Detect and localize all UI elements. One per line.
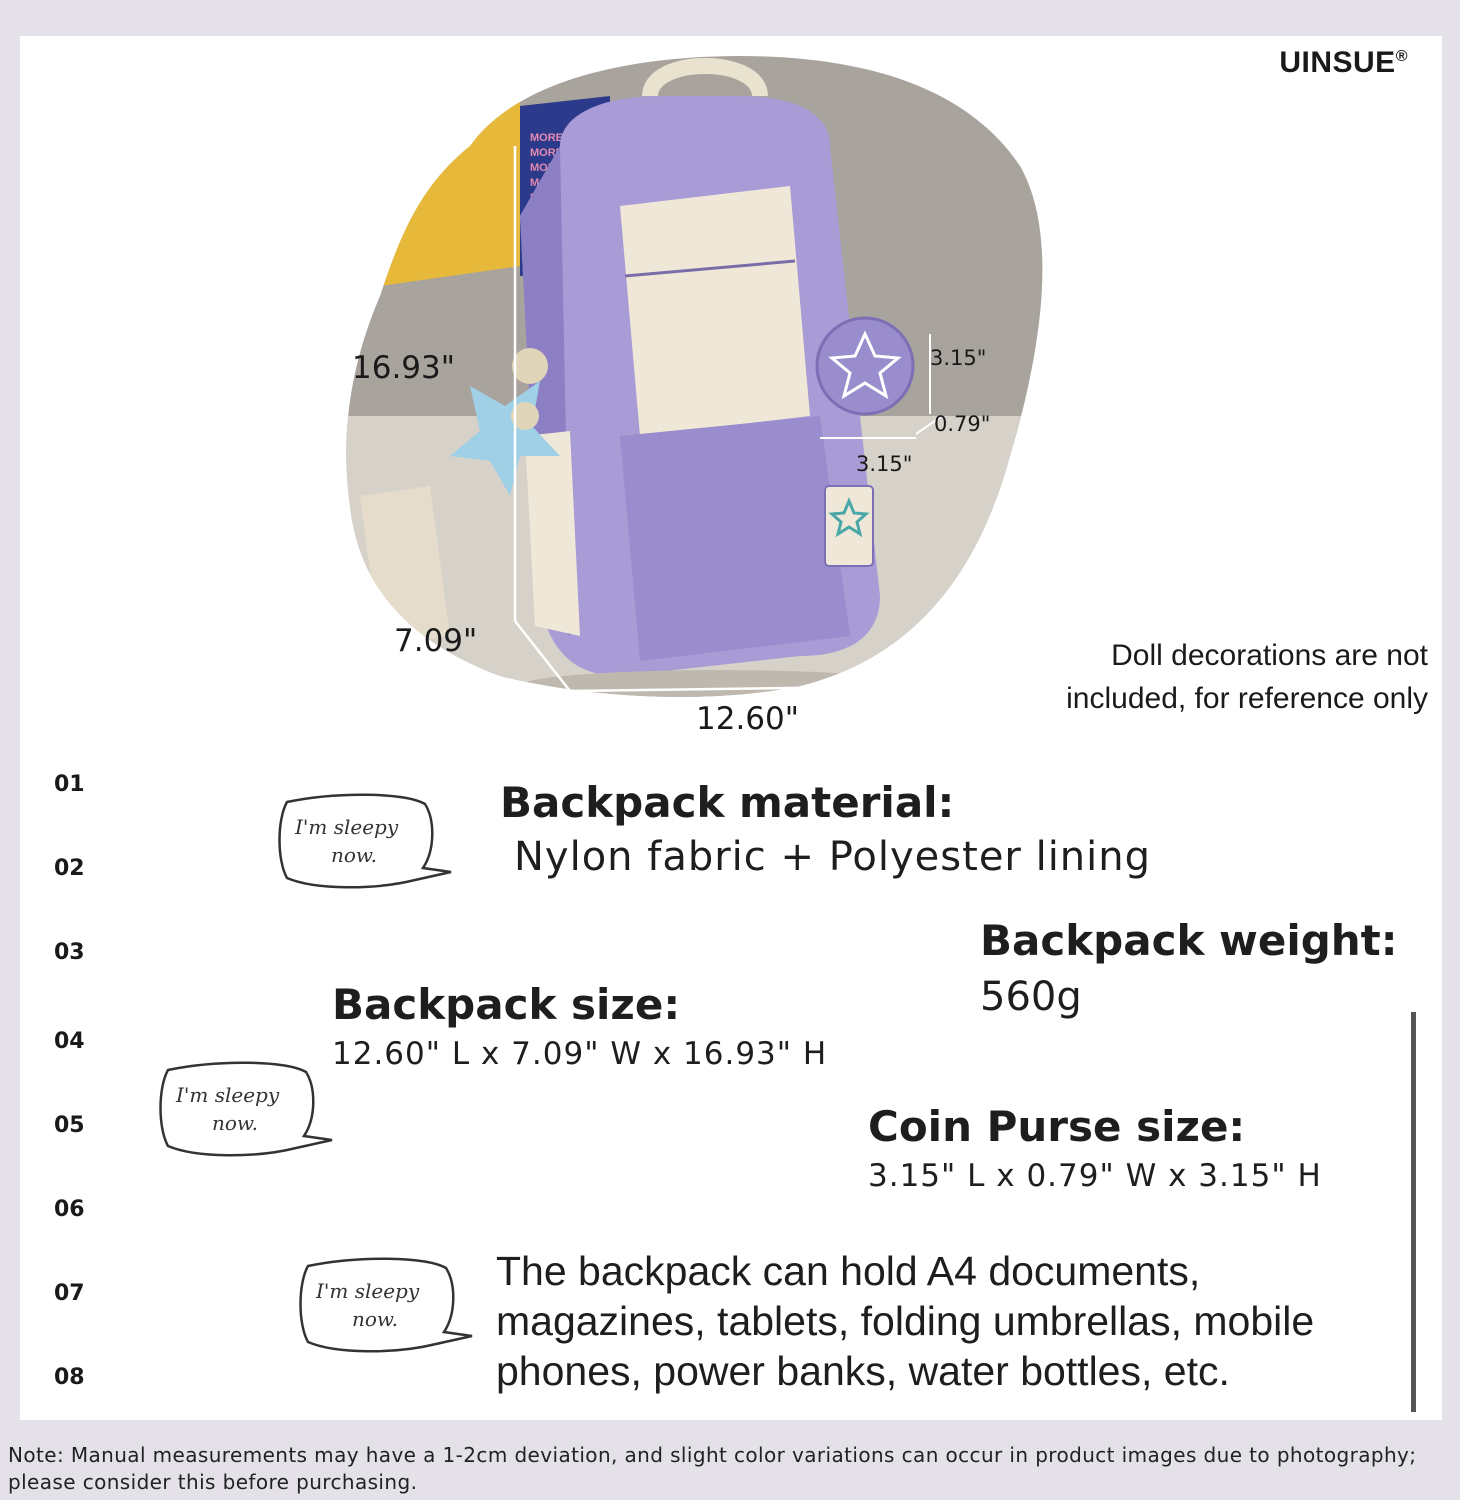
row-number: 01 [54,772,85,797]
row-number: 02 [54,856,85,881]
purse-depth-label: 0.79" [934,412,991,436]
purse-width-label: 3.15" [856,452,913,476]
width-label: 12.60" [696,701,800,737]
product-card: UINSUE® MORE MORE MORE MORE MORE MORE [20,36,1442,1420]
coin-purse [815,316,915,416]
svg-text:MORE: MORE [530,132,563,144]
doll-disclaimer-line-1: Doll decorations are not [1111,639,1428,672]
doll-disclaimer-line-2: included, for reference only [1066,682,1428,715]
measurement-footnote: Note: Manual measurements may have a 1-2… [8,1443,1417,1494]
width-guide [569,684,941,693]
bubble-text-line-2: now. [352,1307,398,1331]
product-photo: MORE MORE MORE MORE MORE MORE [346,56,1043,697]
row-number: 04 [54,1029,85,1054]
doll-disclaimer: Doll decorations are not included, for r… [1066,634,1428,720]
size-title: Backpack size: [332,980,681,1029]
row-number: 03 [54,940,85,965]
bubble-text-line-2: now. [331,843,377,867]
weight-value: 560g [980,974,1082,1020]
brand-name: UINSUE [1279,46,1396,79]
speech-bubble-icon: I'm sleepy now. [159,1061,333,1157]
yellow-poster [380,96,520,286]
bubble-text-line-1: I'm sleepy [294,815,399,839]
row-number: 06 [54,1197,85,1222]
purse-title: Coin Purse size: [868,1102,1246,1151]
usage-description: The backpack can hold A4 documents, maga… [496,1248,1315,1394]
bubble-text-line-1: I'm sleepy [315,1279,420,1303]
registered-mark: ® [1395,48,1408,65]
speech-bubble-icon: I'm sleepy now. [278,793,452,889]
row-number: 08 [54,1365,85,1390]
purse-height-label: 3.15" [930,346,987,370]
depth-label: 7.09" [394,623,478,659]
speech-bubble-icon: I'm sleepy now. [299,1257,473,1353]
height-label: 16.93" [352,350,456,386]
size-value: 12.60" L x 7.09" W x 16.93" H [332,1036,828,1072]
depth-guide [514,620,571,692]
material-value: Nylon fabric + Polyester lining [514,834,1152,880]
brand-logo: UINSUE® [1279,46,1408,80]
weight-title: Backpack weight: [980,916,1398,965]
row-number: 05 [54,1113,85,1138]
row-number: 07 [54,1281,85,1306]
bubble-text-line-1: I'm sleepy [175,1083,280,1107]
bubble-text-line-2: now. [212,1111,258,1135]
material-title: Backpack material: [500,778,955,827]
purse-value: 3.15" L x 0.79" W x 3.15" H [868,1158,1322,1194]
decorative-divider [1411,1012,1416,1412]
